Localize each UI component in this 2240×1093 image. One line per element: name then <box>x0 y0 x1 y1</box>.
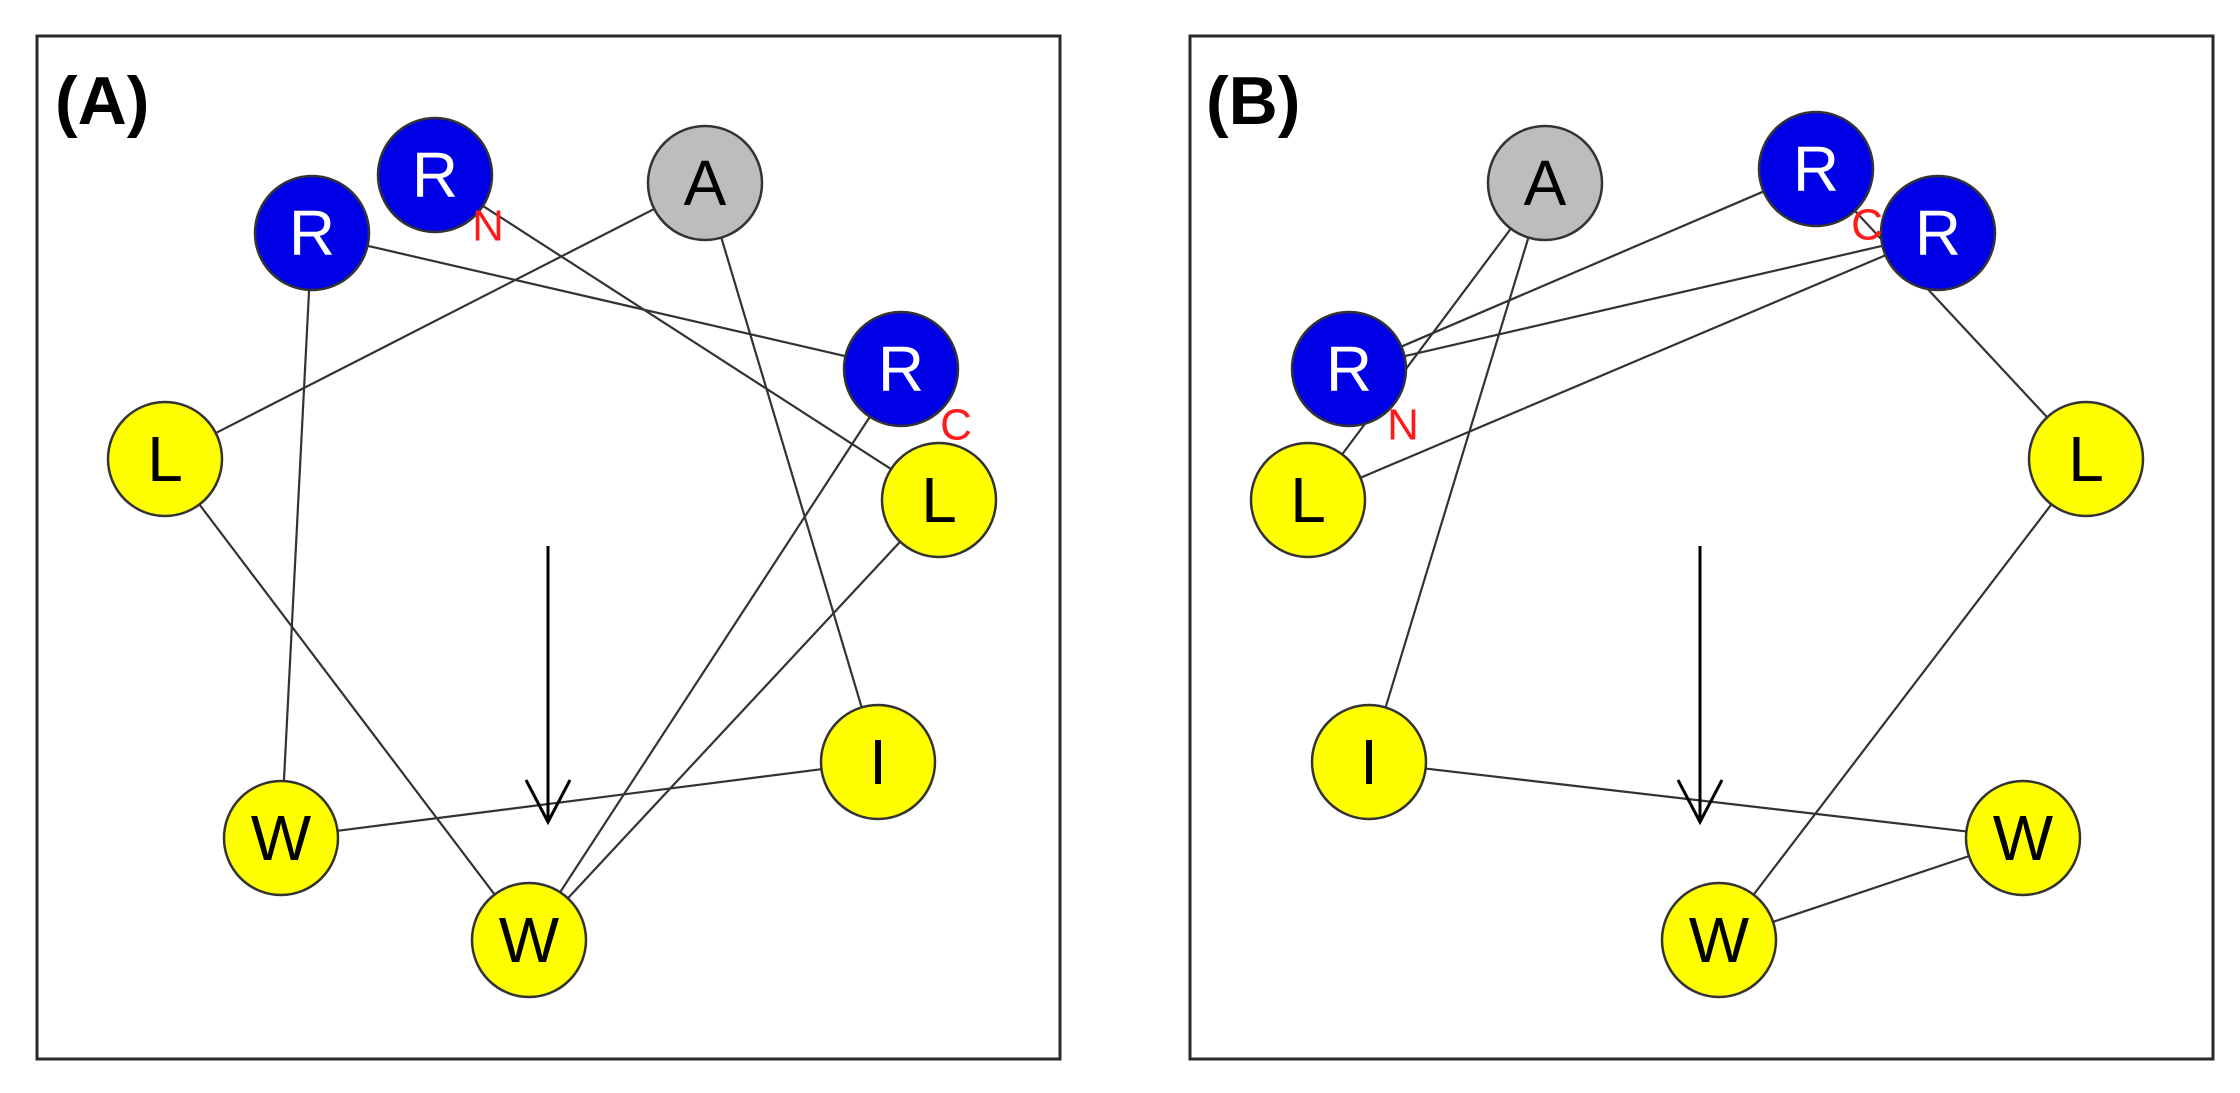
residue-circle <box>819 703 937 821</box>
residue-letter: R <box>412 139 458 211</box>
panel-b-c-terminus-label: C <box>1851 201 1883 250</box>
residue-letter: W <box>1993 802 2054 874</box>
residue-circle <box>106 400 224 518</box>
panel-a-termini: NC <box>472 202 972 450</box>
residue-circle <box>222 779 340 897</box>
panel-a-residue-l-9: L <box>880 441 998 559</box>
residue-circle <box>1964 779 2082 897</box>
panel-b-connection-9 <box>1404 244 1883 358</box>
panel-b-residue-l-6: L <box>1249 441 1367 559</box>
panel-a-residue-w-7: W <box>222 779 340 897</box>
panel-a-connection-9 <box>198 503 496 896</box>
residue-circle <box>1757 110 1875 228</box>
panel-b-residue-w-8: W <box>1964 779 2082 897</box>
panel-a-connection-3 <box>559 416 871 893</box>
panel-a-connection-4 <box>367 244 846 358</box>
panel-b-label: (B) <box>1206 63 1300 139</box>
panel-a-residue-r-1: R <box>376 116 494 234</box>
residue-circle <box>253 174 371 292</box>
panel-b-connection-5 <box>1425 767 1967 833</box>
panel-a-c-terminus-label: C <box>940 401 972 450</box>
panel-a-hydrophobic-moment-arrow <box>524 546 572 826</box>
residue-circle <box>1879 174 1997 292</box>
residue-letter: L <box>921 464 957 536</box>
residue-letter: R <box>878 333 924 405</box>
panel-a-connection-8 <box>215 207 655 435</box>
panel-a-connection-1 <box>482 204 892 471</box>
residue-letter: I <box>869 726 887 798</box>
panel-b-connection-6 <box>1384 237 1530 708</box>
residue-circle <box>1249 441 1367 559</box>
panel-a-residue-l-5: L <box>106 400 224 518</box>
panel-b-connection-1 <box>1400 190 1765 348</box>
residue-circle <box>1290 310 1408 428</box>
residue-letter: R <box>289 197 335 269</box>
panel-b-residue-r-4: R <box>1290 310 1408 428</box>
residue-circle <box>1660 881 1778 999</box>
panel-b-residue-a-1: A <box>1486 124 1604 242</box>
residue-letter: L <box>1290 464 1326 536</box>
panel-a-residue-i-6: I <box>819 703 937 821</box>
residue-letter: A <box>1524 147 1567 219</box>
panel-b-connection-4 <box>1772 855 1970 923</box>
residue-letter: A <box>684 147 727 219</box>
residue-circle <box>2027 400 2145 518</box>
panel-a-connections <box>198 204 901 900</box>
panel-a-residue-a-3: A <box>646 124 764 242</box>
panel-b-residue-r-2: R <box>1757 110 1875 228</box>
residue-letter: I <box>1360 726 1378 798</box>
panel-a-connection-5 <box>282 289 311 782</box>
residue-letter: L <box>2068 423 2104 495</box>
residue-letter: R <box>1793 133 1839 205</box>
panel-a-residue-r-4: R <box>842 310 960 428</box>
residue-letter: R <box>1326 333 1372 405</box>
residue-circle <box>376 116 494 234</box>
panel-a-frame <box>35 34 1062 1061</box>
panel-b-connections <box>1341 190 2053 923</box>
panel-a-residue-w-8: W <box>470 881 588 999</box>
panel-b-n-terminus-label: N <box>1387 401 1419 450</box>
residue-circle <box>842 310 960 428</box>
panel-a-n-terminus-label: N <box>472 202 504 251</box>
panel-b-termini: NC <box>1387 201 1883 450</box>
panel-a-label: (A) <box>55 63 149 139</box>
panel-b-residue-i-7: I <box>1310 703 1428 821</box>
panel-a-residue-r-2: R <box>253 174 371 292</box>
residue-letter: L <box>147 423 183 495</box>
panel-b-residue-r-3: R <box>1879 174 1997 292</box>
residue-circle <box>880 441 998 559</box>
panel-b-frame <box>1188 34 2215 1061</box>
panel-b-connection-8 <box>1360 254 1886 479</box>
panel-b-residue-w-9: W <box>1660 881 1778 999</box>
panel-b-hydrophobic-moment-arrow <box>1676 546 1724 826</box>
residue-letter: W <box>1689 904 1750 976</box>
residue-letter: R <box>1915 197 1961 269</box>
panel-b-residue-l-5: L <box>2027 400 2145 518</box>
residue-letter: W <box>499 904 560 976</box>
residue-circle <box>1310 703 1428 821</box>
residue-circle <box>646 124 764 242</box>
panel-a-connection-6 <box>337 768 822 832</box>
residue-circle <box>1486 124 1604 242</box>
panel-b-connection-3 <box>1752 503 2053 896</box>
panel-a-connection-2 <box>567 540 901 900</box>
panel-a-connection-7 <box>720 237 863 708</box>
residue-circle <box>470 881 588 999</box>
residue-letter: W <box>251 802 312 874</box>
